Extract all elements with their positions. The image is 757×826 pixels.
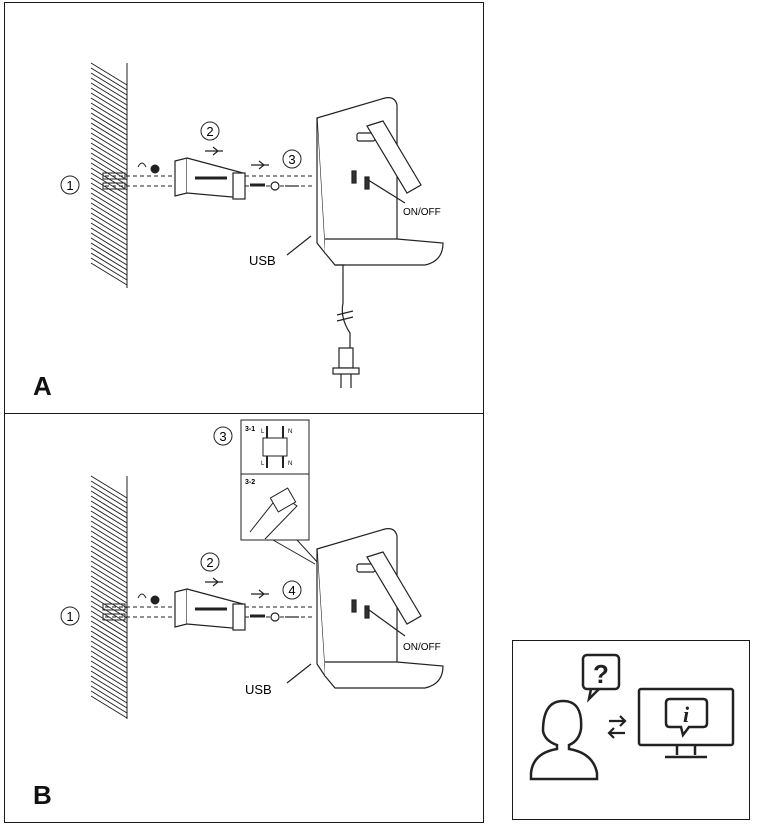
wire-n-top: N [288,429,292,435]
step-4: 4 [288,583,295,598]
step-2: 2 [206,124,213,139]
mounting-bracket [174,146,299,200]
panel-a: 1 2 3 ON/OFF USB A [4,2,484,414]
label-on-off: ON/OFF [403,642,441,653]
label-usb: USB [249,253,276,268]
exchange-arrows-icon [607,715,627,739]
wire-l-bottom: L [261,461,265,467]
mounting-bracket [174,577,299,631]
wall-lamp [286,528,444,689]
step-markers [60,121,302,195]
step-1: 1 [66,609,73,624]
panel-b-drawing: 3-1 3-2 L N L N 1 2 3 4 ON/OFF USB B [33,419,444,810]
svg-text:?: ? [593,659,609,689]
wire-n-bottom: N [288,461,292,467]
info-monitor-icon: i [637,687,735,759]
step-3: 3 [219,429,226,444]
panel-b: 3-1 3-2 L N L N 1 2 3 4 ON/OFF USB B [4,413,484,823]
person-icon [529,699,599,781]
panel-letter-a: A [33,371,52,401]
inset-step-3-1: 3-1 [245,426,255,433]
help-box: ? i [512,640,750,820]
help-illustration: ? i [529,653,735,781]
wall-lamp [286,97,444,388]
panel-letter-b: B [33,780,52,810]
svg-text:i: i [683,702,690,727]
step-2: 2 [206,555,213,570]
label-usb: USB [245,682,272,697]
wall-hatch [90,475,128,719]
wire-l-top: L [261,429,265,435]
inset-step-3-2: 3-2 [245,479,255,486]
step-markers [60,426,302,626]
label-on-off: ON/OFF [403,207,441,218]
panel-a-drawing: 1 2 3 ON/OFF USB A [33,62,444,401]
question-bubble-icon: ? [581,653,621,703]
step-1: 1 [66,178,73,193]
step-3: 3 [288,152,295,167]
wiring-inset [240,419,320,565]
